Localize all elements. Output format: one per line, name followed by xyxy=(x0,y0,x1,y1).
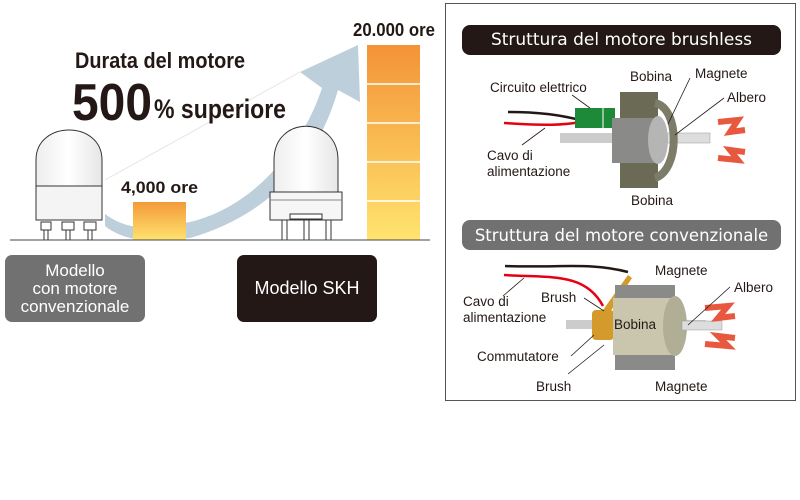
conventional-model-label: Modello con motore convenzionale xyxy=(5,255,145,322)
headline-line1: Durata del motore xyxy=(75,48,245,73)
label-magnet-bottom: Magnete xyxy=(655,379,708,394)
conventional-hours-bar xyxy=(133,202,186,240)
skh-hours-label: 20.000 ore xyxy=(353,20,435,40)
headline-percent-number: 500 xyxy=(72,74,152,132)
label-coil-bottom: Bobina xyxy=(631,193,674,208)
label-shaft-conv: Albero xyxy=(734,280,773,295)
label-cable-2: alimentazione xyxy=(487,164,570,179)
label-brush-top: Brush xyxy=(541,290,576,305)
conventional-motor-diagram xyxy=(503,264,736,370)
label-cable-conv-2: alimentazione xyxy=(463,310,546,325)
label-brush-bottom: Brush xyxy=(536,379,571,394)
skh-hours-bar xyxy=(367,45,420,240)
conventional-label-line: convenzionale xyxy=(20,296,130,316)
skh-model-label: Modello SKH xyxy=(237,255,377,322)
label-magnet-top: Magnete xyxy=(655,263,708,278)
headline-percent-suffix: % superiore xyxy=(154,94,286,124)
skh-lamp-image xyxy=(269,125,343,241)
label-circuit: Circuito elettrico xyxy=(490,80,587,95)
conventional-title: Struttura del motore convenzionale xyxy=(462,220,781,250)
conventional-label-line: con motore xyxy=(32,278,118,298)
label-coil: Bobina xyxy=(614,317,657,332)
label-cable-conv-1: Cavo di xyxy=(463,294,509,309)
label-magnet: Magnete xyxy=(695,66,748,81)
motor-structure-panel: Struttura del motore brushless Struttura… xyxy=(445,3,796,401)
label-shaft: Albero xyxy=(727,90,766,105)
label-cable-1: Cavo di xyxy=(487,148,533,163)
conventional-hours-label: 4,000 ore xyxy=(121,178,198,197)
brushless-title: Struttura del motore brushless xyxy=(462,25,781,55)
label-commutator: Commutatore xyxy=(477,349,559,364)
brushless-motor-diagram xyxy=(503,92,746,188)
conventional-label-line: Modello xyxy=(45,260,105,280)
label-coil-top: Bobina xyxy=(630,69,673,84)
conventional-lamp-image xyxy=(35,129,103,241)
